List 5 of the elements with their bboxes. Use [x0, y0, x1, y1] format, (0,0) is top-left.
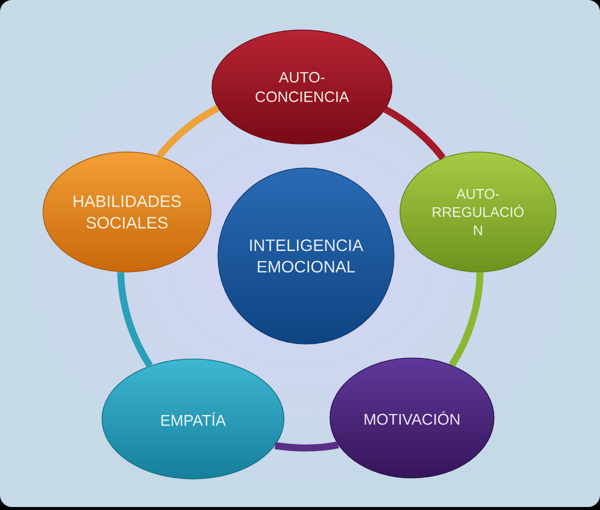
arc-connector [384, 106, 446, 160]
arc-connector [448, 272, 484, 367]
arc-connector [117, 272, 153, 368]
arc-connector [274, 441, 339, 452]
arc-connector [156, 104, 220, 158]
